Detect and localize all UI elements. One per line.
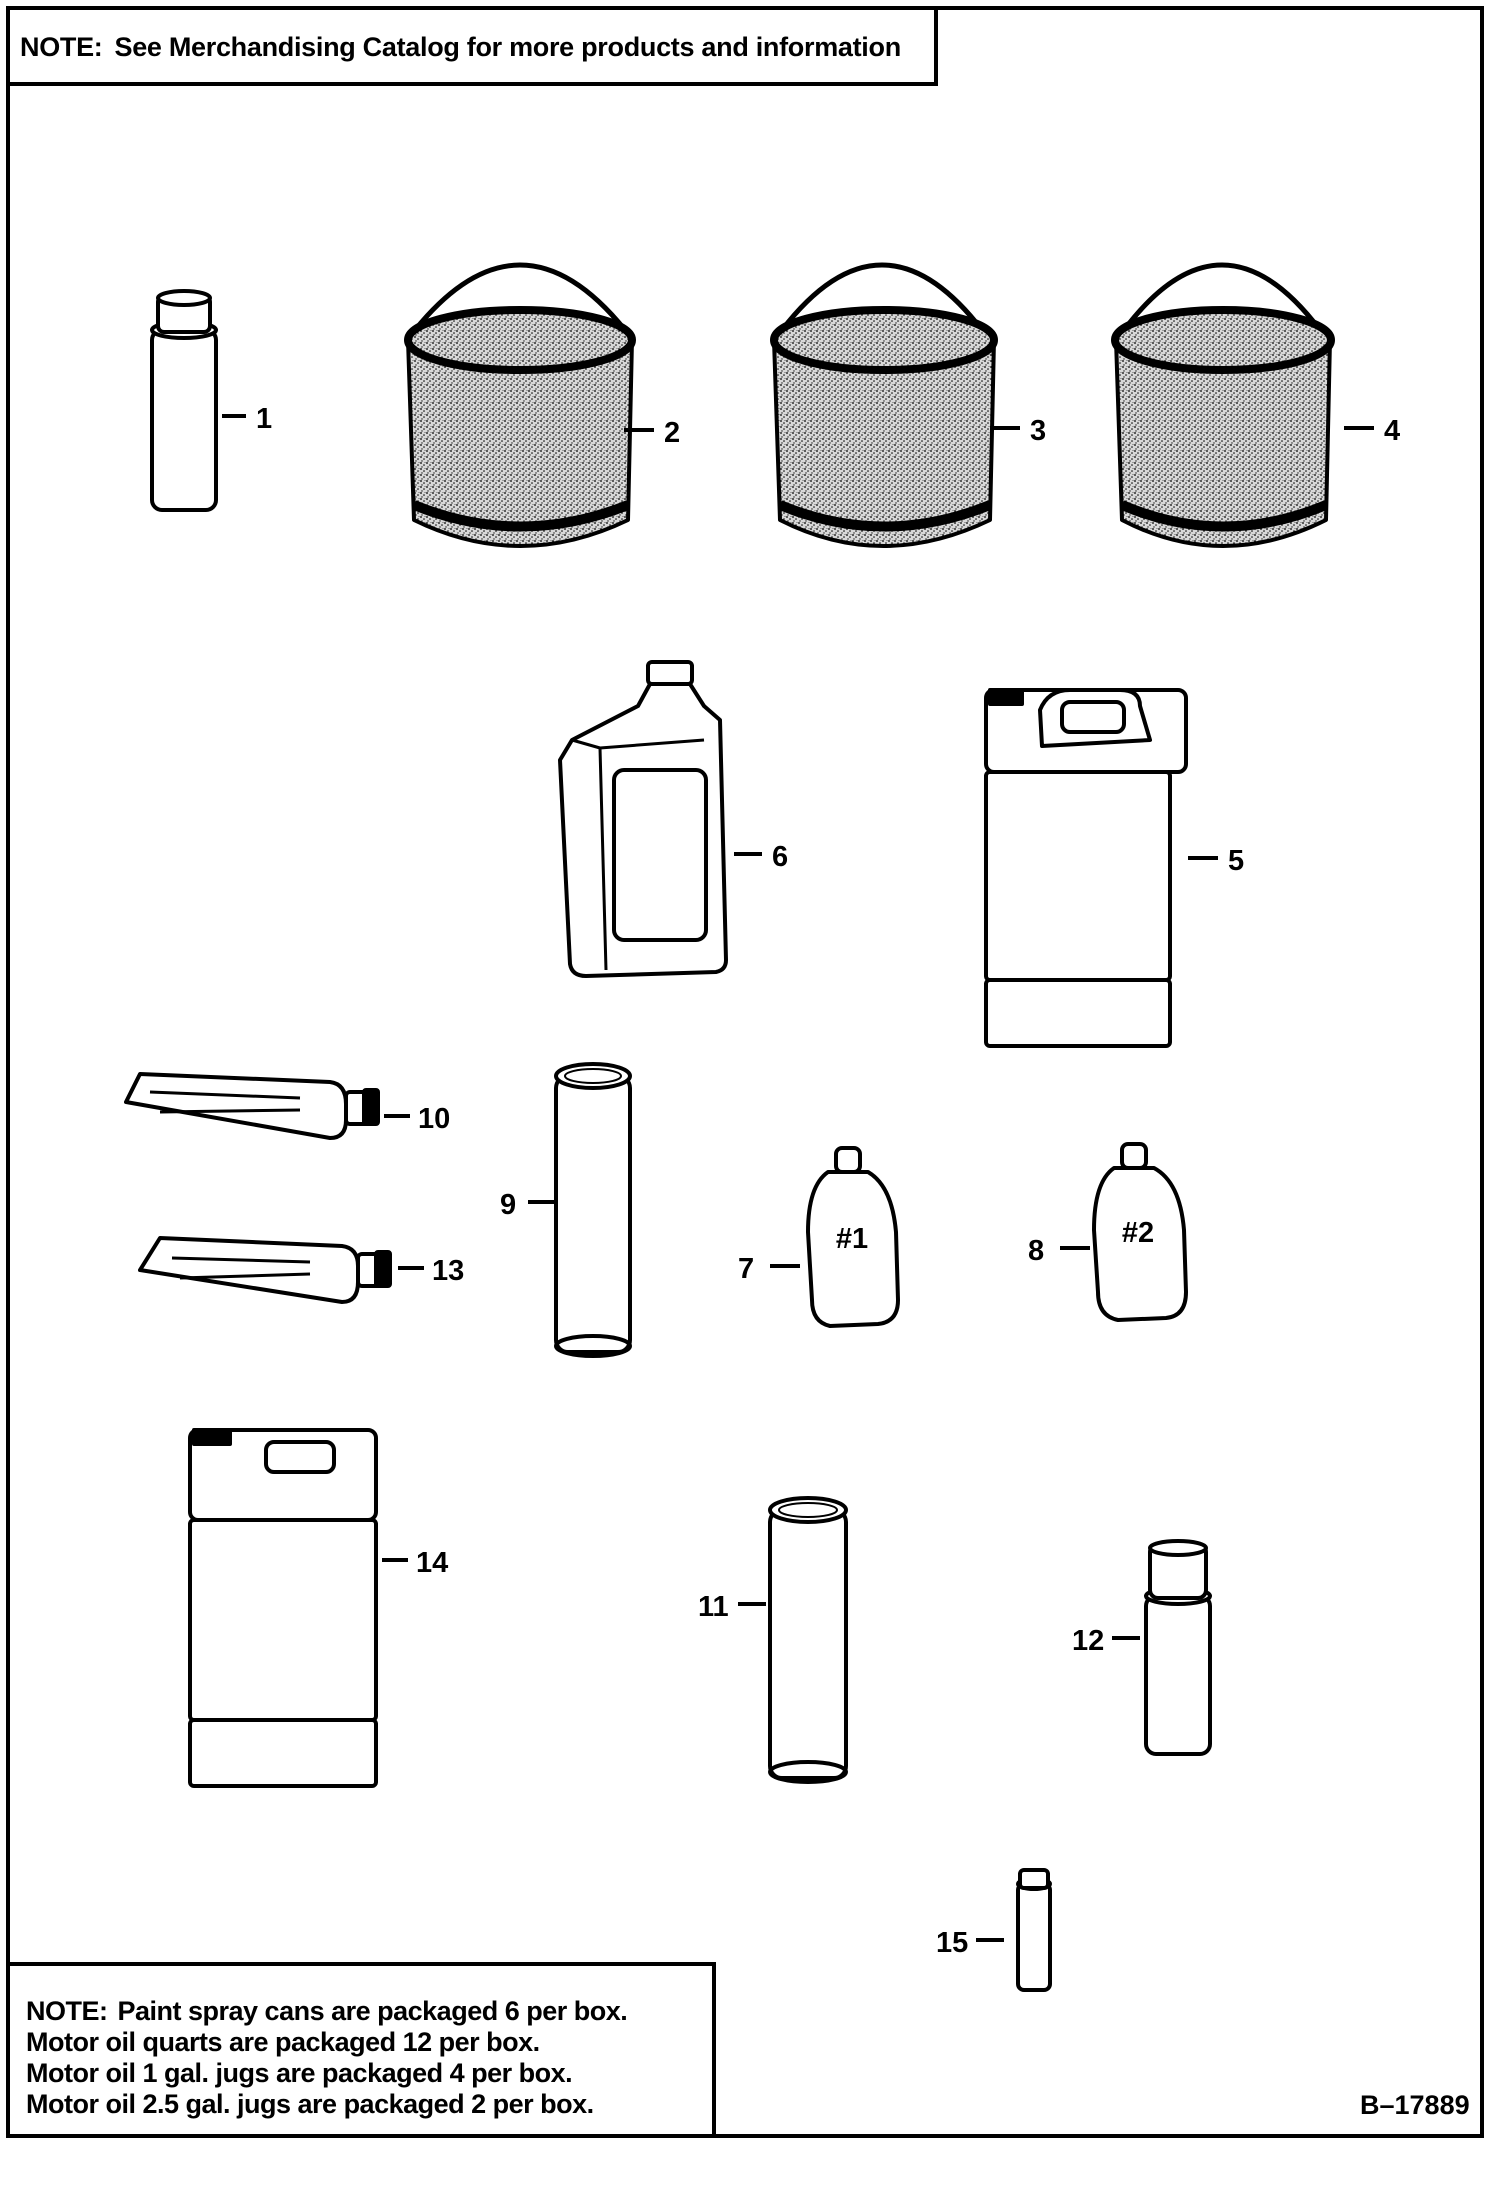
callout-9: 9 xyxy=(500,1189,516,1221)
bottom-note: NOTE: Paint spray cans are packaged 6 per… xyxy=(6,1962,716,2138)
callout-15: 15 xyxy=(936,1927,968,1959)
spray-can-12 xyxy=(1144,1539,1212,1756)
oil-jug-5 xyxy=(984,688,1188,1048)
top-note-label: NOTE: xyxy=(20,32,103,62)
callout-10: 10 xyxy=(418,1103,450,1135)
paint-pail-3 xyxy=(770,262,998,548)
callout-3: 3 xyxy=(1030,415,1046,447)
paint-bottle-7: #1 xyxy=(806,1146,900,1328)
callout-4: 4 xyxy=(1384,415,1400,447)
bottle-mark-8: #2 xyxy=(1122,1217,1154,1249)
bottom-note-line-3: Motor oil 1 gal. jugs are packaged 4 per… xyxy=(26,2058,573,2088)
callout-5: 5 xyxy=(1228,845,1244,877)
bottom-note-line-4: Motor oil 2.5 gal. jugs are packaged 2 p… xyxy=(26,2089,594,2119)
callout-13: 13 xyxy=(432,1255,464,1287)
leader-lines xyxy=(222,414,1374,1942)
diagram-frame xyxy=(6,6,1484,2138)
figure-id: B–17889 xyxy=(1360,2090,1470,2120)
callout-2: 2 xyxy=(664,417,680,449)
grease-cartridge-9 xyxy=(554,1062,632,1358)
grease-tube-10 xyxy=(124,1072,380,1140)
grease-tube-13 xyxy=(138,1236,392,1304)
callout-6: 6 xyxy=(772,841,788,873)
bottom-note-label: NOTE: xyxy=(26,1996,108,2026)
oil-jug-14 xyxy=(188,1428,378,1788)
oil-quart-bottle-6 xyxy=(558,660,728,978)
callout-12: 12 xyxy=(1072,1625,1104,1657)
paint-pail-4 xyxy=(1111,262,1335,548)
paint-pail-2 xyxy=(404,262,636,548)
bottle-mark-7: #1 xyxy=(836,1223,868,1255)
callout-8: 8 xyxy=(1028,1235,1044,1267)
callout-11: 11 xyxy=(698,1591,729,1623)
bottom-note-line-1: Paint spray cans are packaged 6 per box. xyxy=(117,1996,628,2026)
top-note-text: See Merchandising Catalog for more produ… xyxy=(114,32,902,62)
callout-1: 1 xyxy=(256,403,272,435)
touch-up-can-15 xyxy=(1016,1868,1052,1992)
paint-bottle-8: #2 xyxy=(1092,1142,1188,1322)
callout-14: 14 xyxy=(416,1547,448,1579)
spray-can-1 xyxy=(150,289,218,512)
callout-7: 7 xyxy=(738,1253,754,1285)
top-note: NOTE: See Merchandising Catalog for more … xyxy=(6,6,938,86)
bottom-note-line-2: Motor oil quarts are packaged 12 per box… xyxy=(26,2027,540,2057)
grease-cartridge-11 xyxy=(768,1496,848,1784)
